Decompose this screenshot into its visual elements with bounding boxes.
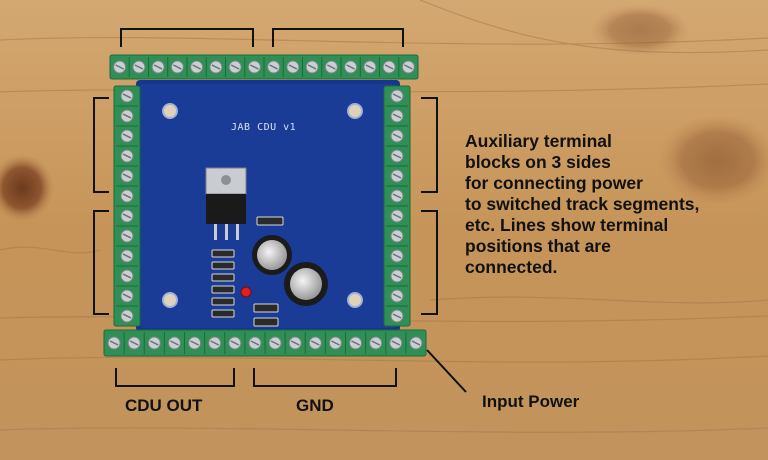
terminal-screw <box>167 336 181 350</box>
terminal-screw <box>390 169 404 183</box>
terminal-screw <box>267 60 281 74</box>
mounting-hole-br <box>347 292 363 308</box>
terminal-screw <box>369 336 383 350</box>
terminal-screw <box>190 60 204 74</box>
terminal-screw <box>120 309 134 323</box>
terminal-screw <box>120 129 134 143</box>
input-power-label: Input Power <box>482 392 580 411</box>
terminal-screw <box>208 336 222 350</box>
terminal-screw <box>247 60 261 74</box>
wood-knot-right <box>658 114 768 206</box>
terminal-screw <box>286 60 300 74</box>
terminal-screw <box>390 309 404 323</box>
terminal-screw <box>120 209 134 223</box>
terminal-screw <box>390 149 404 163</box>
mounting-hole-tl <box>162 103 178 119</box>
terminal-screw <box>390 249 404 263</box>
terminal-screw <box>390 189 404 203</box>
terminal-screw <box>390 109 404 123</box>
terminal-screw <box>390 229 404 243</box>
terminal-screw <box>147 336 161 350</box>
mounting-hole-bl <box>162 292 178 308</box>
terminal-screw <box>390 89 404 103</box>
terminal-screw <box>132 60 146 74</box>
terminal-screw <box>209 60 223 74</box>
caption-line: to switched track segments, <box>465 194 700 214</box>
terminal-screw <box>188 336 202 350</box>
red-led <box>240 286 252 298</box>
terminal-screw <box>363 60 377 74</box>
terminal-screw <box>344 60 358 74</box>
terminal-screw <box>390 269 404 283</box>
terminal-block-bottom <box>103 329 427 357</box>
caption-line: positions that are <box>465 236 611 256</box>
caption-line: blocks on 3 sides <box>465 152 611 172</box>
bracket-lines <box>93 28 467 393</box>
terminal-screw <box>409 336 423 350</box>
terminal-block-top <box>109 54 419 80</box>
cdu-out-label: CDU OUT <box>125 396 203 415</box>
pcb-ground-pour <box>140 84 396 328</box>
terminal-screw <box>308 336 322 350</box>
terminal-screw <box>120 249 134 263</box>
wood-knot-left <box>0 154 54 222</box>
terminal-screw <box>305 60 319 74</box>
terminal-screw <box>120 269 134 283</box>
terminal-screw <box>120 289 134 303</box>
mounting-hole-tr <box>347 103 363 119</box>
caption-line: connected. <box>465 257 558 277</box>
terminal-screw <box>120 149 134 163</box>
terminal-screw <box>324 60 338 74</box>
terminal-screw <box>127 336 141 350</box>
caption-line: Auxiliary terminal <box>465 131 612 151</box>
board-silkscreen-label: JAB CDU v1 <box>231 122 297 133</box>
terminal-screw <box>228 60 242 74</box>
terminal-screw <box>120 169 134 183</box>
description-caption: Auxiliary terminal blocks on 3 sides for… <box>465 131 765 278</box>
terminal-block-left <box>113 85 141 327</box>
terminal-screw <box>349 336 363 350</box>
gnd-label: GND <box>296 396 334 415</box>
capacitor-1 <box>252 235 292 275</box>
caption-line: etc. Lines show terminal <box>465 215 669 235</box>
smd-components <box>211 216 284 327</box>
terminal-screw <box>390 129 404 143</box>
terminal-screw <box>120 109 134 123</box>
terminal-screw <box>382 60 396 74</box>
terminal-screw <box>151 60 165 74</box>
terminal-screw <box>248 336 262 350</box>
terminal-screw <box>401 60 415 74</box>
terminal-screw <box>170 60 184 74</box>
terminal-screw <box>390 209 404 223</box>
terminal-screw <box>268 336 282 350</box>
terminal-screw <box>288 336 302 350</box>
wood-knot-top <box>590 4 690 56</box>
capacitor-2 <box>284 262 328 306</box>
caption-line: for connecting power <box>465 173 643 193</box>
terminal-screw <box>120 189 134 203</box>
terminal-screw <box>389 336 403 350</box>
terminal-screw <box>390 289 404 303</box>
terminal-screw <box>120 229 134 243</box>
terminal-screw <box>328 336 342 350</box>
terminal-block-right <box>383 85 411 327</box>
terminal-screw <box>107 336 121 350</box>
terminal-screw <box>120 89 134 103</box>
terminal-screw <box>228 336 242 350</box>
terminal-screw <box>113 60 127 74</box>
voltage-regulator <box>205 167 247 240</box>
